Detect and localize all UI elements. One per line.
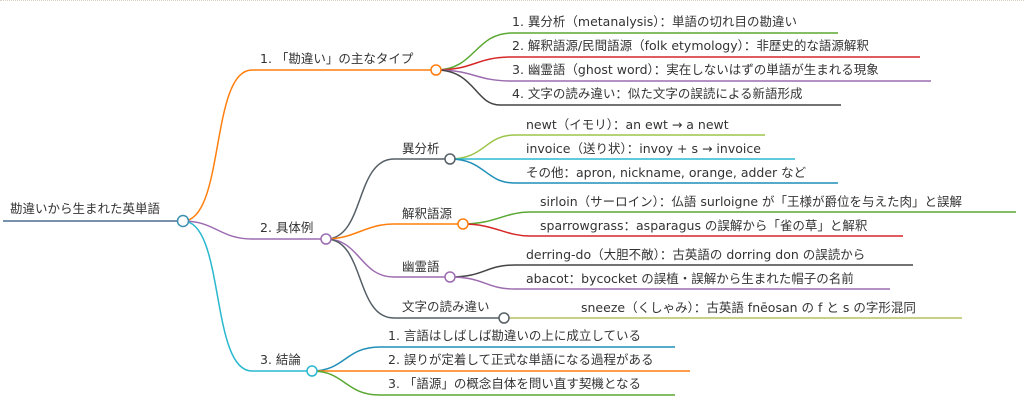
g1-item-1[interactable]: newt（イモリ）：an ewt → a newt [526, 117, 729, 132]
group-4-label[interactable]: 文字の読み違い [402, 299, 490, 314]
g1-item-2[interactable]: invoice（送り状）：invoy + s → invoice [526, 141, 761, 156]
g3-item-1-link [449, 264, 913, 278]
root-node[interactable] [176, 214, 190, 228]
group-1-link [325, 158, 450, 240]
g3-item-2[interactable]: abacot：bycocket の誤植・誤解から生まれた帽子の名前 [526, 271, 854, 286]
b1-item-3-link [435, 69, 931, 82]
b3-item-1[interactable]: 1. 言語はしばしば勘違いの上に成立している [388, 328, 641, 343]
group-1-node[interactable] [444, 153, 456, 165]
group-2-node[interactable] [457, 218, 469, 230]
group-4-link [325, 238, 504, 319]
root-label: 勘違いから生まれた英単語 [10, 201, 161, 216]
group-2-label[interactable]: 解釈語源 [402, 206, 453, 221]
b3-item-1-link [311, 346, 675, 372]
b1-item-4[interactable]: 4. 文字の読み違い：似た文字の誤読による新語形成 [512, 86, 803, 101]
g2-item-1-link [462, 211, 1016, 225]
b1-item-1[interactable]: 1. 異分析（metanalysis）：単語の切れ目の勘違い [512, 14, 797, 29]
b3-item-3-link [311, 370, 675, 396]
g1-item-3-link [449, 158, 838, 184]
b1-item-2[interactable]: 2. 解釈語源/民間語源（folk etymology）：非歴史的な語源解釈 [512, 38, 869, 53]
g2-item-1[interactable]: sirloin（サーロイン）：仏語 surloigne が「王様が爵位を与えた肉… [540, 194, 962, 209]
branch-3-node[interactable] [306, 365, 318, 377]
group-2-link [325, 223, 463, 240]
g2-item-2-link [462, 223, 903, 237]
branch-2-node[interactable] [320, 233, 332, 245]
g1-item-1-link [449, 134, 765, 160]
branch-2-label[interactable]: 2. 具体例 [260, 220, 313, 235]
g3-item-2-link [449, 276, 890, 290]
b3-item-3[interactable]: 3. 「語源」の概念自体を問い直す契機となる [388, 376, 641, 391]
branch-1-link [182, 69, 436, 222]
branch-1-label[interactable]: 1. 「勘違い」の主なタイプ [260, 51, 414, 66]
group-1-label[interactable]: 異分析 [402, 141, 440, 156]
g4-item-1[interactable]: sneeze（くしゃみ）：古英語 fnēosan の f と s の字形混同 [581, 300, 916, 315]
g2-item-2[interactable]: sparrowgrass：asparagus の誤解から「雀の草」と解釈 [540, 218, 868, 233]
branch-2-link [182, 220, 326, 240]
branch-3-label[interactable]: 3. 結論 [260, 352, 301, 367]
group-3-label[interactable]: 幽霊語 [402, 259, 440, 274]
g3-item-1[interactable]: derring-do（大胆不敵）：古英語の dorring don の誤読から [526, 247, 865, 262]
branch-1-node[interactable] [430, 64, 442, 76]
b3-item-2[interactable]: 2. 誤りが定着して正式な単語になる過程がある [388, 352, 654, 367]
b1-item-1-link [435, 32, 838, 71]
group-4-node[interactable] [498, 312, 510, 324]
g1-item-3[interactable]: その他：apron, nickname, orange, adder など [526, 165, 807, 180]
b1-item-4-link [435, 69, 841, 106]
group-3-node[interactable] [444, 271, 456, 283]
branch-3-link [182, 220, 312, 372]
b1-item-3[interactable]: 3. 幽霊語（ghost word）：実在しないはずの単語が生まれる現象 [512, 62, 879, 77]
b1-item-2-link [435, 56, 920, 71]
